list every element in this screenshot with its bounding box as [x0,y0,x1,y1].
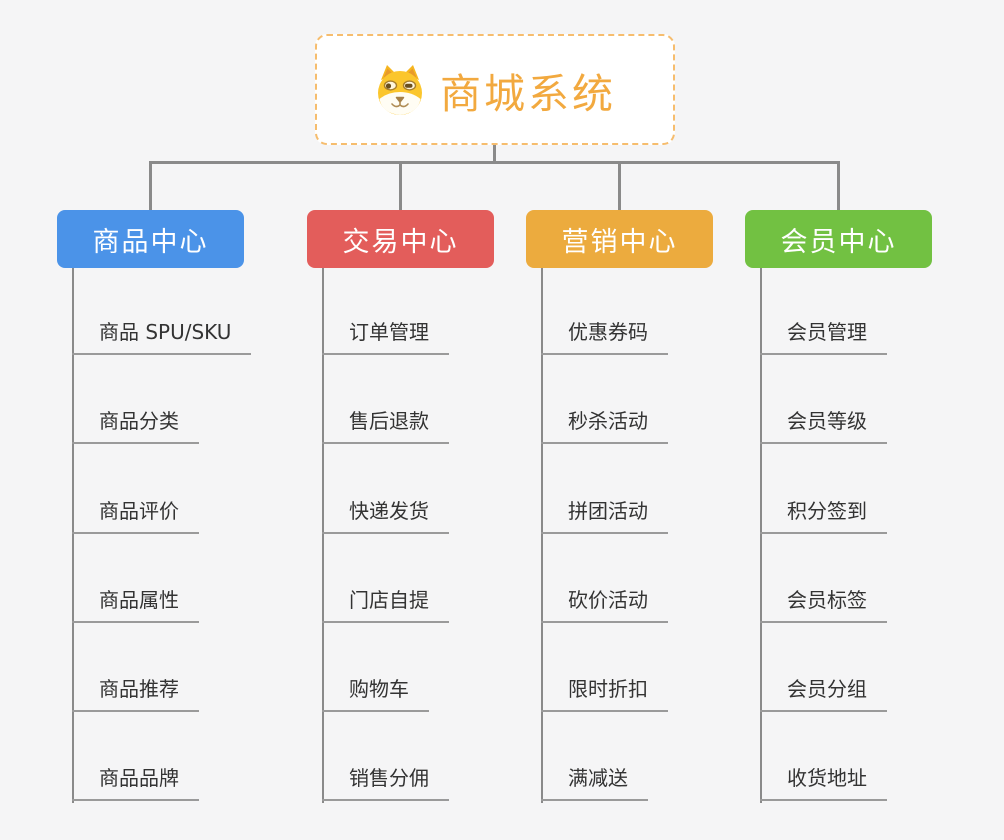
connector-drop-marketing [618,161,621,210]
leaf-node-product-0[interactable]: 商品 SPU/SKU [72,317,252,355]
leaf-label: 积分签到 [787,499,867,523]
dog-face-icon [374,62,426,118]
leaf-label: 秒杀活动 [568,409,648,433]
leaf-label: 拼团活动 [568,499,648,523]
leaf-label: 商品品牌 [99,766,179,790]
branch-label-trade: 交易中心 [342,226,459,258]
root-label: 商城系统 [440,69,616,118]
leaf-label: 会员标签 [787,588,867,612]
connector-drop-trade [399,161,402,210]
leaf-node-member-5[interactable]: 收货地址 [760,763,887,801]
leaf-node-trade-5[interactable]: 销售分佣 [322,763,449,801]
leaf-node-marketing-1[interactable]: 秒杀活动 [541,406,668,444]
connector-trunk-marketing [541,268,543,803]
leaf-label: 购物车 [349,677,409,701]
connector-drop-member [837,161,840,210]
branch-label-product: 商品中心 [92,226,209,258]
leaf-node-member-1[interactable]: 会员等级 [760,406,887,444]
leaf-node-trade-3[interactable]: 门店自提 [322,585,449,623]
connector-trunk-product [72,268,74,803]
leaf-label: 销售分佣 [349,766,429,790]
leaf-node-member-2[interactable]: 积分签到 [760,496,887,534]
leaf-label: 快递发货 [349,499,429,523]
leaf-node-marketing-4[interactable]: 限时折扣 [541,674,668,712]
branch-node-trade[interactable]: 交易中心 [307,210,494,268]
connector-bus [149,161,840,164]
leaf-label: 商品推荐 [99,677,179,701]
leaf-node-member-4[interactable]: 会员分组 [760,674,887,712]
branch-node-member[interactable]: 会员中心 [745,210,932,268]
leaf-node-product-5[interactable]: 商品品牌 [72,763,199,801]
leaf-label: 会员分组 [787,677,867,701]
leaf-node-marketing-0[interactable]: 优惠券码 [541,317,668,355]
leaf-node-trade-4[interactable]: 购物车 [322,674,429,712]
leaf-node-marketing-3[interactable]: 砍价活动 [541,585,668,623]
leaf-node-product-4[interactable]: 商品推荐 [72,674,199,712]
leaf-label: 商品评价 [99,499,179,523]
branch-label-member: 会员中心 [780,226,897,258]
branch-node-product[interactable]: 商品中心 [57,210,244,268]
leaf-node-marketing-5[interactable]: 满减送 [541,763,648,801]
leaf-label: 订单管理 [349,320,429,344]
leaf-node-trade-0[interactable]: 订单管理 [322,317,449,355]
leaf-label: 商品分类 [99,409,179,433]
leaf-node-product-1[interactable]: 商品分类 [72,406,199,444]
leaf-label: 优惠券码 [568,320,648,344]
leaf-label: 会员等级 [787,409,867,433]
leaf-node-member-3[interactable]: 会员标签 [760,585,887,623]
leaf-label: 门店自提 [349,588,429,612]
leaf-node-trade-2[interactable]: 快递发货 [322,496,449,534]
leaf-node-product-2[interactable]: 商品评价 [72,496,199,534]
branch-label-marketing: 营销中心 [561,226,678,258]
leaf-node-product-3[interactable]: 商品属性 [72,585,199,623]
leaf-label: 会员管理 [787,320,867,344]
leaf-label: 满减送 [568,766,628,790]
connector-root-stub [493,145,496,164]
root-node[interactable]: 商城系统 [315,34,675,145]
connector-trunk-trade [322,268,324,803]
leaf-label: 限时折扣 [568,677,648,701]
leaf-node-trade-1[interactable]: 售后退款 [322,406,449,444]
leaf-label: 砍价活动 [568,588,648,612]
leaf-node-marketing-2[interactable]: 拼团活动 [541,496,668,534]
leaf-label: 收货地址 [787,766,867,790]
leaf-label: 商品 SPU/SKU [99,320,232,344]
connector-drop-product [149,161,152,210]
branch-node-marketing[interactable]: 营销中心 [526,210,713,268]
leaf-node-member-0[interactable]: 会员管理 [760,317,887,355]
connector-trunk-member [760,268,762,803]
leaf-label: 售后退款 [349,409,429,433]
leaf-label: 商品属性 [99,588,179,612]
